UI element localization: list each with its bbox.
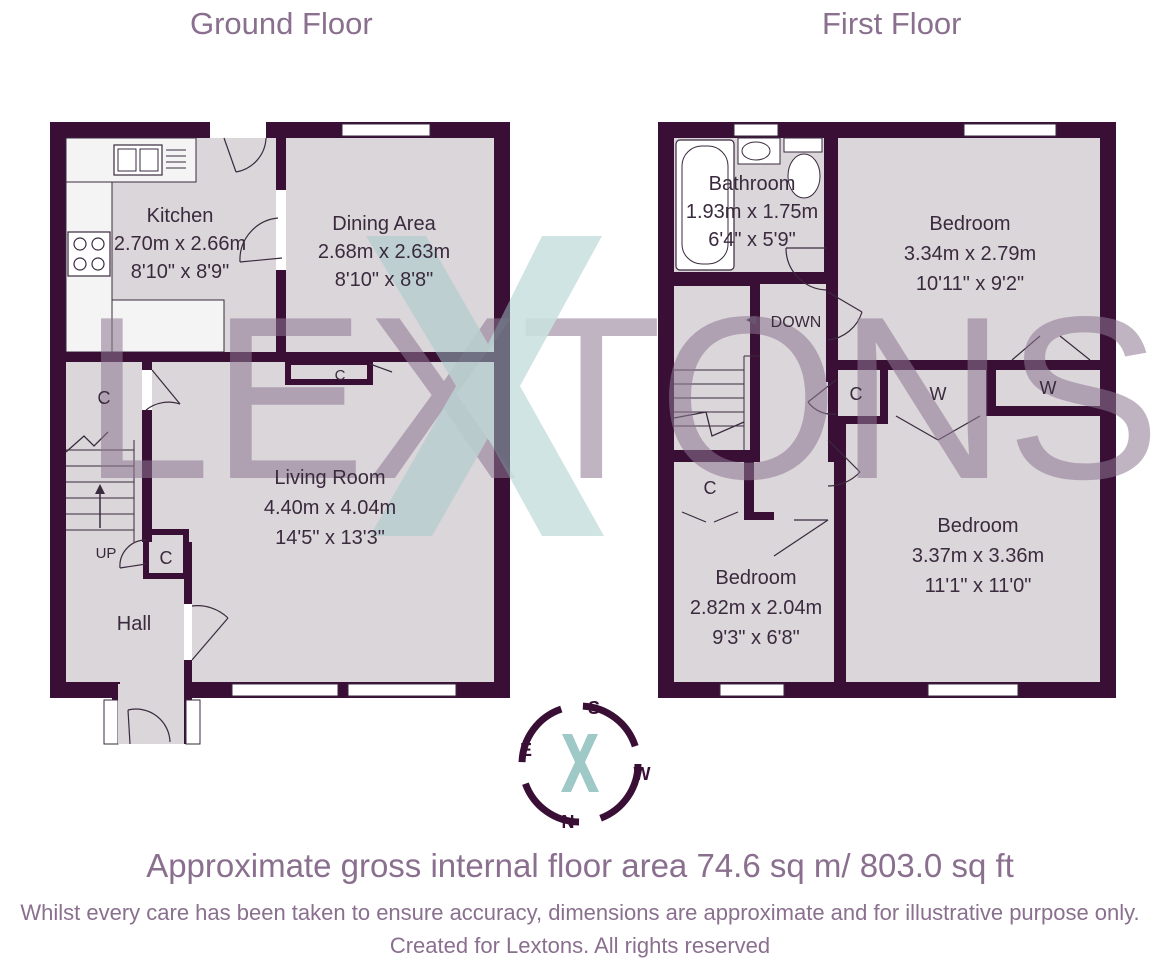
bathroom-name: Bathroom xyxy=(709,173,796,195)
stairs-first xyxy=(674,286,750,450)
bedroom1-imperial: 10'11" x 9'2" xyxy=(916,273,1024,295)
bedroom3-name: Bedroom xyxy=(715,567,796,589)
living-floor xyxy=(152,362,494,682)
toilet-cistern-icon xyxy=(783,137,823,153)
living-metric: 4.40m x 4.04m xyxy=(264,497,396,519)
bath-icon xyxy=(675,139,735,271)
kitchen-name: Kitchen xyxy=(147,205,214,227)
compass-west: W xyxy=(634,764,651,784)
bedroom1-floor xyxy=(838,138,1100,360)
wardrobe-1 xyxy=(888,370,986,416)
wardrobe-label: W xyxy=(1040,378,1057,398)
sink-basin-icon xyxy=(117,148,137,172)
bathroom-metric: 1.93m x 1.75m xyxy=(686,201,818,223)
compass-east: E xyxy=(520,740,532,760)
basin-bowl-icon xyxy=(741,141,771,161)
first-internal-walls xyxy=(660,122,1100,686)
bath-inner-icon xyxy=(681,145,729,265)
drainer-icon xyxy=(166,149,186,169)
ground-door-swings xyxy=(119,137,393,745)
sink-icon xyxy=(113,144,163,176)
hob-icon xyxy=(67,231,111,277)
hall-name: Hall xyxy=(117,613,151,635)
compass: S W N E xyxy=(518,698,651,832)
kitchen-metric: 2.70m x 2.66m xyxy=(114,233,246,255)
stairs-break-line xyxy=(65,431,109,453)
cupboard-landing xyxy=(838,370,882,422)
first-door-swings xyxy=(681,247,1091,557)
cupboard-label: C xyxy=(335,367,346,384)
floor-area-text: Approximate gross internal floor area 74… xyxy=(146,847,1014,884)
wardrobe-label: W xyxy=(930,384,947,404)
stairs-break-line xyxy=(673,411,745,437)
dining-floor xyxy=(286,138,494,352)
bedroom2-imperial: 11'1" x 11'0" xyxy=(925,575,1032,597)
first-floor-plan xyxy=(658,122,1116,698)
cupboard-bedroom3 xyxy=(674,462,744,512)
compass-north: N xyxy=(562,812,575,832)
bedroom1-name: Bedroom xyxy=(929,213,1010,235)
watermark-x-accent xyxy=(366,236,604,536)
compass-south: S xyxy=(588,698,600,718)
sink-basin-icon xyxy=(139,148,159,172)
kitchen-worktop-low xyxy=(111,299,225,353)
cupboard-label: C xyxy=(850,384,863,404)
bedroom2-metric: 3.37m x 3.36m xyxy=(912,545,1044,567)
cupboard-hall xyxy=(143,529,189,579)
ground-floor-plan xyxy=(50,122,510,745)
kitchen-imperial: 8'10" x 8'9" xyxy=(131,261,230,283)
bedroom2-floor xyxy=(846,416,1100,682)
ground-floor-title: Ground Floor xyxy=(190,6,373,41)
bedroom3-metric: 2.82m x 2.04m xyxy=(690,597,822,619)
cupboard-label: C xyxy=(98,388,111,408)
living-name: Living Room xyxy=(274,467,385,489)
dining-metric: 2.68m x 2.63m xyxy=(318,241,450,263)
living-imperial: 14'5" x 13'3" xyxy=(275,527,385,549)
hob-rings-icon xyxy=(73,237,105,271)
stairs-down-label: DOWN xyxy=(771,314,822,331)
watermark-text: LEXTONS xyxy=(82,269,1160,528)
arrow-left-icon xyxy=(746,315,756,325)
ground-windows xyxy=(103,123,457,745)
bedroom1-metric: 3.34m x 2.79m xyxy=(904,243,1036,265)
cupboard-label: C xyxy=(704,478,717,498)
watermark: LEXTONS xyxy=(82,236,1160,536)
first-floor-title: First Floor xyxy=(822,6,962,41)
stairs-up-label: UP xyxy=(96,545,117,562)
dining-name: Dining Area xyxy=(332,213,436,235)
cupboard-label: C xyxy=(160,548,173,568)
wardrobe-2 xyxy=(996,370,1100,406)
bedroom2-name: Bedroom xyxy=(937,515,1018,537)
credit-text: Created for Lextons. All rights reserved xyxy=(389,933,771,958)
bathroom-imperial: 6'4" x 5'9" xyxy=(708,229,795,251)
ground-door-gaps xyxy=(142,122,286,660)
compass-ring xyxy=(518,702,642,826)
disclaimer-text: Whilst every care has been taken to ensu… xyxy=(20,900,1140,925)
arrow-up-icon xyxy=(95,484,105,494)
first-windows xyxy=(719,123,1057,697)
cupboard-hall-top xyxy=(66,362,142,432)
dining-imperial: 8'10" x 8'8" xyxy=(335,269,434,291)
bedroom3-imperial: 9'3" x 6'8" xyxy=(712,627,799,649)
toilet-icon xyxy=(787,153,821,199)
compass-x-icon xyxy=(561,734,599,792)
